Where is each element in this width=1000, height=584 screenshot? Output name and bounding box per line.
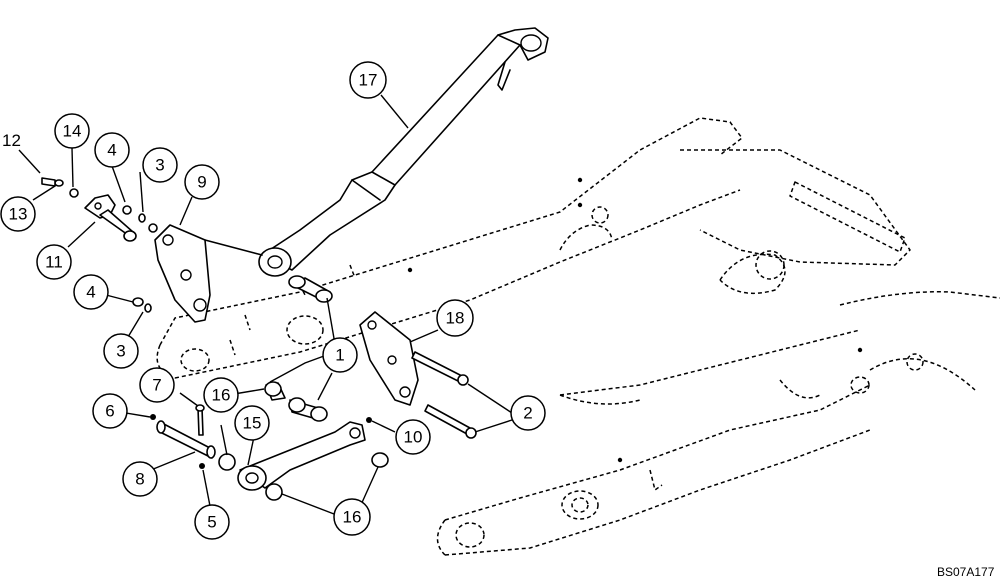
svg-text:5: 5: [207, 513, 216, 532]
svg-text:3: 3: [116, 342, 125, 361]
svg-text:4: 4: [107, 141, 116, 160]
callout-10: 10: [395, 419, 431, 455]
bolt-part-7: [195, 404, 205, 436]
svg-text:9: 9: [197, 173, 206, 192]
bushings-part-1: [288, 275, 333, 422]
callout-1: 1: [322, 337, 358, 373]
hardware-5-6-10: [150, 414, 372, 469]
svg-text:1: 1: [335, 346, 344, 365]
callout-18: 18: [436, 299, 474, 337]
callout-3-top: 3: [142, 147, 178, 183]
svg-text:17: 17: [359, 71, 378, 90]
plate-part-18: [359, 311, 419, 406]
callout-16-bottom: 16: [333, 498, 371, 536]
svg-text:10: 10: [404, 428, 423, 447]
callout-17: 17: [349, 61, 387, 99]
svg-text:11: 11: [45, 253, 63, 272]
svg-text:8: 8: [135, 470, 144, 489]
callout-13: 13: [0, 196, 36, 232]
figure-code: BS07A177: [937, 565, 995, 579]
callout-15: 15: [234, 405, 270, 441]
callout-4-top: 4: [94, 132, 130, 168]
svg-text:3: 3: [155, 156, 164, 175]
callout-9: 9: [184, 164, 220, 200]
bushings-part-16: [218, 381, 389, 501]
svg-text:6: 6: [105, 402, 114, 421]
callout-7: 7: [139, 367, 175, 403]
callout-3-bottom: 3: [103, 333, 139, 369]
svg-text:16: 16: [343, 508, 362, 527]
callout-4-bottom: 4: [73, 274, 109, 310]
pin-part-11: [84, 194, 137, 242]
callout-16-left: 16: [203, 377, 239, 413]
callout-8: 8: [122, 461, 158, 497]
svg-text:18: 18: [446, 309, 465, 328]
pins-part-2: [411, 351, 477, 439]
pin-part-8: [156, 420, 216, 459]
link-part-15: [237, 421, 366, 491]
svg-text:15: 15: [243, 414, 262, 433]
svg-text:4: 4: [86, 283, 95, 302]
svg-text:14: 14: [63, 122, 82, 141]
svg-text:16: 16: [212, 386, 231, 405]
callout-11: 11: [36, 244, 72, 280]
svg-text:2: 2: [523, 404, 532, 423]
svg-text:13: 13: [9, 205, 28, 224]
callout-2: 2: [510, 395, 546, 431]
loader-arm-frame-dashed: [156, 117, 1000, 556]
svg-text:7: 7: [152, 376, 161, 395]
label-12: 12: [2, 131, 21, 150]
cylinder-part-17: [258, 27, 549, 277]
callout-14: 14: [54, 113, 90, 149]
callout-5: 5: [194, 504, 230, 540]
plate-part-9: [154, 224, 263, 323]
callout-6: 6: [92, 393, 128, 429]
